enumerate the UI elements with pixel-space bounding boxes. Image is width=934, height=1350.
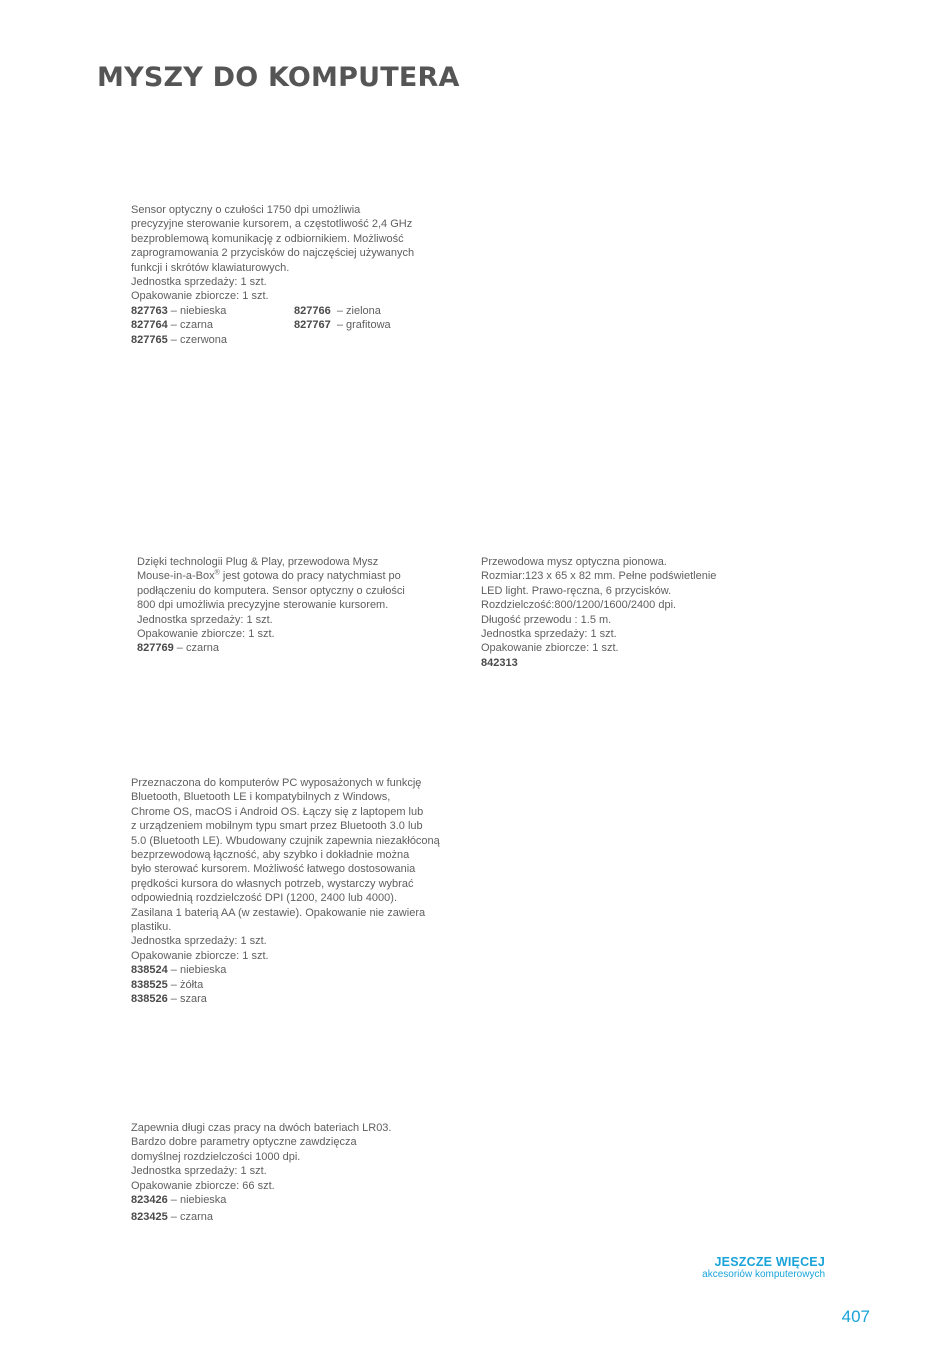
product-name: Mouse-in-a-Box xyxy=(137,570,215,583)
variant-color: – czarna xyxy=(173,642,219,655)
product-code: 838525 xyxy=(131,978,168,991)
variant-item: 823426 – niebieska xyxy=(131,1193,451,1207)
description-line: podłączeniu do komputera. Sensor optyczn… xyxy=(137,584,405,597)
bulk-package: Opakowanie zbiorcze: 1 szt. xyxy=(481,642,619,655)
description-line: Przewodowa mysz optyczna pionowa. xyxy=(481,556,667,568)
more-accessories-title: JESZCZE WIĘCEJ xyxy=(714,1255,825,1269)
variant-color: – niebieska xyxy=(167,304,227,317)
variant-item: 842313 xyxy=(481,656,781,670)
bulk-package: Opakowanie zbiorcze: 1 szt. xyxy=(131,290,269,303)
variant-color: – czarna xyxy=(167,319,213,332)
description-line: Bluetooth, Bluetooth LE i kompatybilnych… xyxy=(131,791,391,804)
variant-item: 827767 – grafitowa xyxy=(294,318,391,332)
variant-column-left: 827763 – niebieska 827764 – czarna 82776… xyxy=(131,304,294,347)
registered-mark: ® xyxy=(214,569,220,577)
description-line: Bardzo dobre parametry optyczne zawdzięc… xyxy=(131,1136,357,1149)
description-line: Przeznaczona do komputerów PC wyposażony… xyxy=(131,777,422,789)
unit-of-sale: Jednostka sprzedaży: 1 szt. xyxy=(481,628,617,641)
description-line: LED light. Prawo-ręczna, 6 przycisków. xyxy=(481,584,672,597)
variant-item: 827763 – niebieska xyxy=(131,304,294,318)
description-line: precyzyjne sterowanie kursorem, a często… xyxy=(131,218,413,231)
description-line: Dzięki technologii Plug & Play, przewodo… xyxy=(137,556,379,568)
variant-color: – żółta xyxy=(167,978,204,991)
product-code: 838526 xyxy=(131,993,168,1006)
description-line: bezproblemową komunikację z odbiornikiem… xyxy=(131,232,404,245)
variant-color: – zielona xyxy=(330,304,381,317)
product-2-description: Dzięki technologii Plug & Play, przewodo… xyxy=(137,555,437,656)
description-line: 800 dpi umożliwia precyzyjne sterowanie … xyxy=(137,599,389,612)
product-code: 827764 xyxy=(131,319,168,332)
description-line: funkcji i skrótów klawiaturowych. xyxy=(131,261,290,274)
variant-color: – czarna xyxy=(167,1211,213,1224)
bulk-package: Opakowanie zbiorcze: 1 szt. xyxy=(137,628,275,641)
variant-item: 827766 – zielona xyxy=(294,304,391,318)
product-code: 842313 xyxy=(481,656,518,669)
bulk-package: Opakowanie zbiorcze: 1 szt. xyxy=(131,949,269,962)
description-line: Rozdzielczość:800/1200/1600/2400 dpi. xyxy=(481,599,677,612)
description-line: 5.0 (Bluetooth LE). Wbudowany czujnik za… xyxy=(131,834,440,847)
description-line: Sensor optyczny o czułości 1750 dpi umoż… xyxy=(131,204,361,216)
product-code: 827765 xyxy=(131,333,168,346)
description-line: zaprogramowania 2 przycisków do najczęśc… xyxy=(131,247,415,260)
description-line: odpowiednią rozdzielczość DPI (1200, 240… xyxy=(131,892,397,905)
unit-of-sale: Jednostka sprzedaży: 1 szt. xyxy=(131,276,267,289)
description-line: Długość przewodu : 1.5 m. xyxy=(481,613,612,626)
description-line: Mouse-in-a-Box® jest gotowa do pracy nat… xyxy=(137,569,437,583)
variant-column-right: 827766 – zielona 827767 – grafitowa xyxy=(294,304,391,347)
description-line: było sterować kursorem. Możliwość łatweg… xyxy=(131,863,416,876)
variant-item: 838526 – szara xyxy=(131,992,471,1006)
product-code: 827763 xyxy=(131,304,168,317)
page-number: 407 xyxy=(841,1307,870,1326)
variant-color: – grafitowa xyxy=(330,319,391,332)
variant-item: 823425 – czarna xyxy=(131,1210,451,1224)
description-line: z urządzeniem mobilnym typu smart przez … xyxy=(131,820,423,833)
product-code: 827769 xyxy=(137,642,174,655)
product-4-description: Przeznaczona do komputerów PC wyposażony… xyxy=(131,776,471,1007)
variant-item: 838524 – niebieska xyxy=(131,963,471,977)
description-line: Zapewnia długi czas pracy na dwóch bater… xyxy=(131,1122,392,1134)
variant-color: – niebieska xyxy=(167,964,227,977)
product-5-description: Zapewnia długi czas pracy na dwóch bater… xyxy=(131,1121,451,1225)
variant-item: 827769 – czarna xyxy=(137,641,437,655)
variant-item: 838525 – żółta xyxy=(131,978,471,992)
variant-color: – szara xyxy=(167,993,207,1006)
product-code: 823426 xyxy=(131,1194,168,1207)
description-line: Chrome OS, macOS i Android OS. Łączy się… xyxy=(131,805,424,818)
unit-of-sale: Jednostka sprzedaży: 1 szt. xyxy=(131,935,267,948)
unit-of-sale: Jednostka sprzedaży: 1 szt. xyxy=(131,1165,267,1178)
unit-of-sale: Jednostka sprzedaży: 1 szt. xyxy=(137,613,273,626)
variant-item: 827764 – czarna xyxy=(131,318,294,332)
variant-color: – czerwona xyxy=(167,333,228,346)
description-line: Zasilana 1 baterią AA (w zestawie). Opak… xyxy=(131,906,426,919)
description-line: bezprzewodową łączność, aby szybko i dok… xyxy=(131,849,410,862)
product-3-description: Przewodowa mysz optyczna pionowa. Rozmia… xyxy=(481,555,781,670)
description-line: plastiku. xyxy=(131,921,172,934)
variant-color: – niebieska xyxy=(167,1194,227,1207)
product-1-description: Sensor optyczny o czułości 1750 dpi umoż… xyxy=(131,203,451,347)
product-code: 823425 xyxy=(131,1211,168,1224)
description-line: prędkości kursora do własnych potrzeb, w… xyxy=(131,877,414,890)
more-accessories-link[interactable]: JESZCZE WIĘCEJ akcesoriów komputerowych xyxy=(702,1255,825,1280)
description-line-rest: jest gotowa do pracy natychmiast po xyxy=(219,570,401,583)
product-code: 827767 xyxy=(294,319,331,332)
page-title: MYSZY DO KOMPUTERA xyxy=(97,62,460,93)
description-line: domyślnej rozdzielczości 1000 dpi. xyxy=(131,1150,301,1163)
more-accessories-subtitle: akcesoriów komputerowych xyxy=(702,1269,825,1280)
variant-columns: 827763 – niebieska 827764 – czarna 82776… xyxy=(131,304,451,347)
product-code: 827766 xyxy=(294,304,331,317)
description-line: Rozmiar:123 x 65 x 82 mm. Pełne podświet… xyxy=(481,570,717,583)
bulk-package: Opakowanie zbiorcze: 66 szt. xyxy=(131,1179,275,1192)
product-code: 838524 xyxy=(131,964,168,977)
variant-item: 827765 – czerwona xyxy=(131,333,294,347)
